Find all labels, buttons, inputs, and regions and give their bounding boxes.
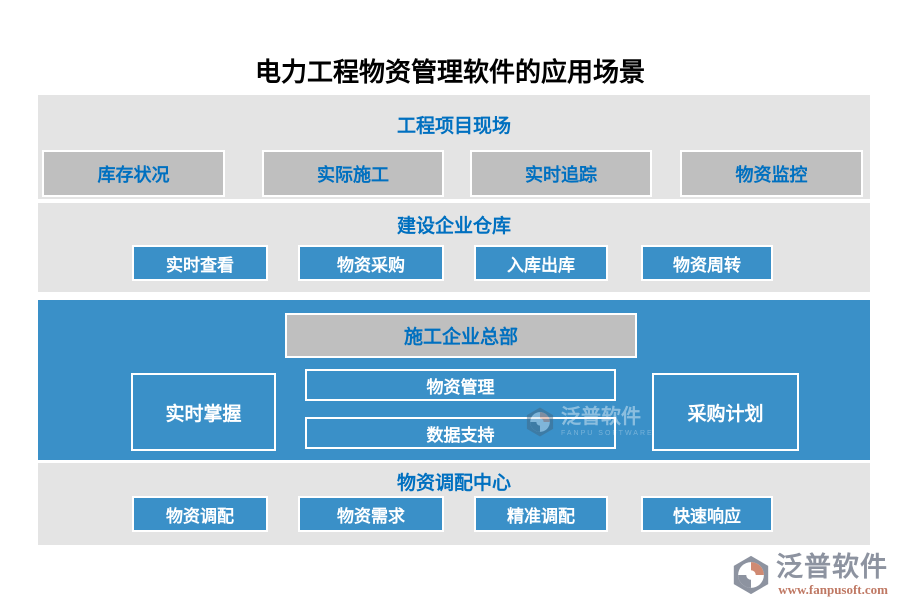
node-procurement-plan[interactable]: 采购计划 — [652, 373, 799, 451]
fanpu-logo-icon — [733, 555, 769, 595]
node-construction-hq-header: 施工企业总部 — [285, 313, 637, 358]
node-rapid-response[interactable]: 快速响应 — [641, 496, 773, 532]
node-data-support[interactable]: 数据支持 — [305, 417, 616, 449]
section-dispatch-center: 物资调配中心 物资调配 物资需求 精准调配 快速响应 — [38, 463, 870, 545]
page-title: 电力工程物资管理软件的应用场景 — [254, 57, 645, 87]
node-realtime-grasp[interactable]: 实时掌握 — [131, 373, 276, 451]
node-material-procurement[interactable]: 物资采购 — [298, 245, 444, 281]
node-material-demand[interactable]: 物资需求 — [298, 496, 444, 532]
node-material-monitoring[interactable]: 物资监控 — [680, 150, 863, 197]
node-precise-dispatch[interactable]: 精准调配 — [474, 496, 608, 532]
fanpu-logo[interactable]: 泛普软件 www.fanpusoft.com — [730, 554, 888, 596]
section-project-site: 工程项目现场 库存状况 实际施工 实时追踪 物资监控 — [38, 95, 870, 199]
fanpu-logo-brand: 泛普软件 — [776, 552, 888, 582]
section-project-site-header: 工程项目现场 — [396, 116, 511, 137]
node-actual-construction[interactable]: 实际施工 — [262, 150, 444, 197]
section-enterprise-warehouse: 建设企业仓库 实时查看 物资采购 入库出库 物资周转 — [38, 203, 870, 292]
fanpu-logo-url[interactable]: www.fanpusoft.com — [778, 582, 888, 597]
node-realtime-tracking[interactable]: 实时追踪 — [470, 150, 652, 197]
section-dispatch-center-header: 物资调配中心 — [396, 473, 511, 494]
section-construction-hq: 施工企业总部 实时掌握 物资管理 数据支持 采购计划 泛普软件 FANPU SO… — [38, 300, 870, 460]
node-material-dispatch[interactable]: 物资调配 — [132, 496, 268, 532]
node-material-turnover[interactable]: 物资周转 — [641, 245, 773, 281]
node-realtime-view[interactable]: 实时查看 — [132, 245, 268, 281]
node-inbound-outbound[interactable]: 入库出库 — [474, 245, 608, 281]
node-inventory-status[interactable]: 库存状况 — [42, 150, 225, 197]
section-enterprise-warehouse-header: 建设企业仓库 — [396, 216, 511, 237]
node-material-management[interactable]: 物资管理 — [305, 369, 616, 401]
